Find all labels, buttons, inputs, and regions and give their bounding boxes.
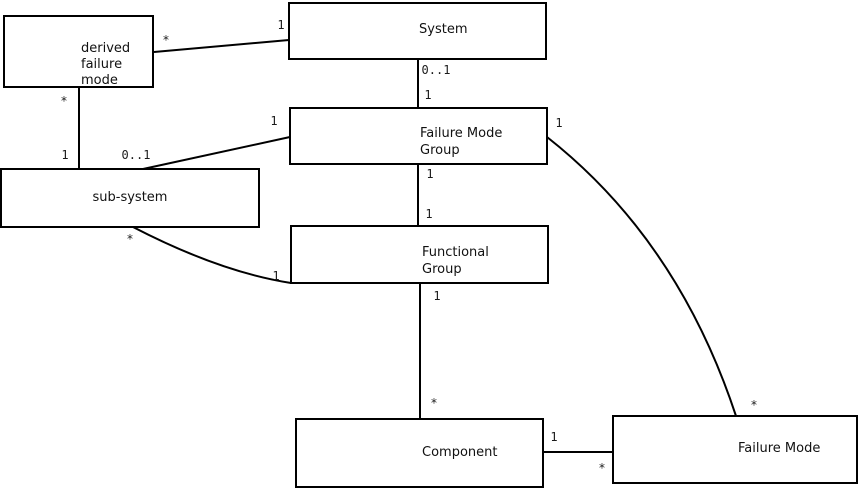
node-functional-group: Functional Group <box>290 225 549 284</box>
mult-system-fmg-source: 0..1 <box>421 63 451 77</box>
mult-dfm-system-target: 1 <box>277 18 285 32</box>
edge-failure-mode-group-failure-mode <box>546 136 737 417</box>
mult-system-fmg-target: 1 <box>424 88 432 102</box>
mult-fg-component-source: 1 <box>433 289 441 303</box>
edge-derived-failure-mode-system <box>153 39 290 53</box>
mult-subsystem-fg-source: * <box>126 232 134 246</box>
node-label-line: failure <box>81 57 123 72</box>
mult-dfm-subsystem-source: * <box>60 94 68 108</box>
mult-fmg-fg-target: 1 <box>425 207 433 221</box>
node-label-line: Functional <box>422 245 489 260</box>
mult-component-fm-source: 1 <box>550 430 558 444</box>
node-label-line: Group <box>422 262 462 277</box>
mult-subsystem-fmg-target: 1 <box>270 114 278 128</box>
node-label: sub-system <box>92 190 168 205</box>
mult-component-fm-target: * <box>598 461 606 475</box>
node-sub-system: sub-system <box>0 168 260 228</box>
node-component: Component <box>295 418 544 488</box>
mult-fg-component-target: * <box>430 396 438 410</box>
mult-subsystem-fg-target: 1 <box>272 269 280 283</box>
node-system: System <box>288 2 547 60</box>
mult-dfm-subsystem-target: 1 <box>61 148 69 162</box>
node-label-line: mode <box>81 73 118 88</box>
mult-dfm-system-source: * <box>162 33 170 47</box>
edge-sub-system-failure-mode-group <box>142 136 291 170</box>
mult-fmg-fg-source: 1 <box>426 167 434 181</box>
node-label-line: Group <box>420 143 460 158</box>
mult-fmg-fm-source: 1 <box>555 116 563 130</box>
node-label-line: derived <box>81 41 131 56</box>
node-label: Failure Mode <box>738 441 821 456</box>
node-label: System <box>419 22 468 37</box>
node-label: Component <box>422 445 498 460</box>
node-failure-mode: Failure Mode <box>612 415 858 484</box>
node-derived-failure-mode: derived failure mode <box>3 15 154 88</box>
mult-fmg-fm-target: * <box>750 398 758 412</box>
node-failure-mode-group: Failure Mode Group <box>289 107 548 165</box>
mult-subsystem-fmg-source: 0..1 <box>121 148 151 162</box>
node-label-line: Failure Mode <box>420 126 503 141</box>
edge-sub-system-functional-group <box>132 226 292 284</box>
